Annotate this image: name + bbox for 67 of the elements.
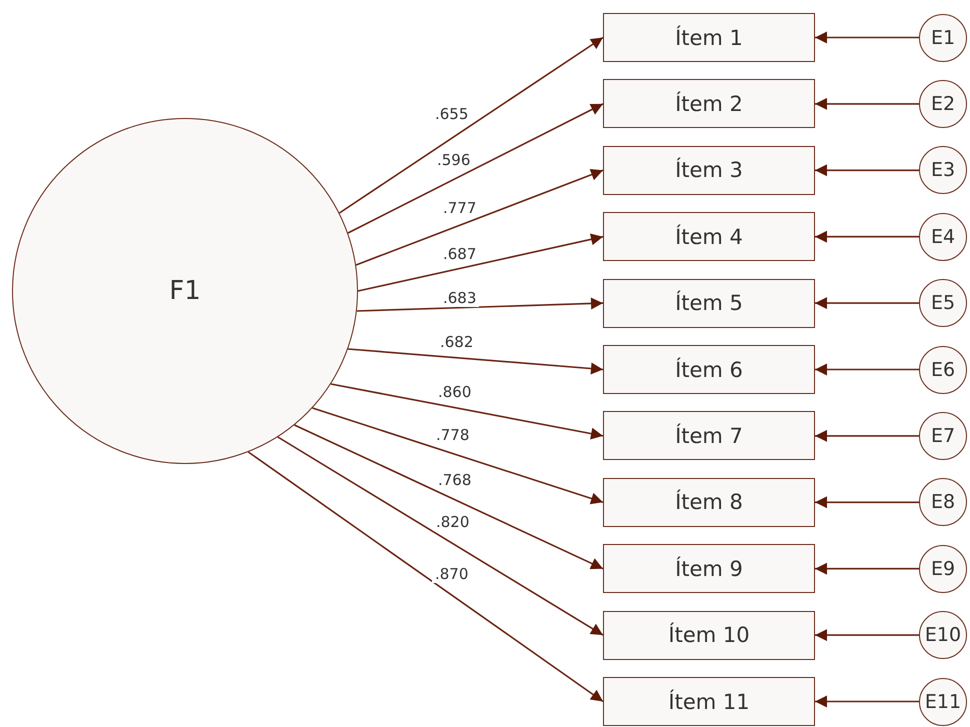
- arrow: [815, 430, 919, 442]
- item-label: Ítem 2: [675, 92, 743, 116]
- arrow: [815, 496, 919, 508]
- error-term-circle: [919, 212, 967, 261]
- factor-label: E7: [930, 424, 956, 447]
- observed-item-box: [603, 411, 815, 460]
- arrow: [358, 233, 604, 292]
- observed-item-box: [603, 79, 815, 128]
- item-label: Ítem 8: [675, 490, 743, 514]
- arrow: [338, 36, 604, 214]
- error-term-circle: [919, 14, 967, 62]
- arrow: [815, 297, 919, 310]
- observed-item-box: [603, 278, 815, 328]
- factor-label: E6: [930, 358, 956, 380]
- arrow: [815, 32, 919, 44]
- arrow: [330, 383, 604, 440]
- observed-item-box: [603, 13, 815, 62]
- observed-item-box: [603, 610, 815, 660]
- item-label: Ítem 5: [675, 291, 743, 316]
- error-term-circle: [919, 80, 967, 128]
- factor-label: E5: [930, 292, 956, 314]
- item-label: Ítem 11: [668, 690, 750, 714]
- observed-item-box: [603, 146, 815, 195]
- error-term-circle: [919, 678, 967, 726]
- factor-label: E11: [924, 690, 962, 712]
- factor-label: E1: [930, 26, 956, 48]
- error-term-circle: [919, 611, 967, 660]
- arrow: [815, 696, 919, 708]
- observed-item-box: [603, 478, 815, 527]
- arrow: [356, 298, 604, 312]
- arrow: [815, 562, 919, 575]
- arrow: [277, 436, 604, 636]
- factor-label: E10: [924, 624, 962, 646]
- arrow: [815, 230, 919, 243]
- observed-item-box: [603, 677, 815, 726]
- item-label: Ítem 6: [675, 358, 743, 382]
- factor-label: E4: [930, 226, 956, 248]
- factor-label: E8: [930, 491, 956, 514]
- item-label: Ítem 10: [668, 623, 750, 648]
- item-label: Ítem 9: [675, 556, 743, 581]
- item-label: Ítem 3: [675, 158, 743, 182]
- error-term-circle: [919, 412, 967, 460]
- observed-item-box: [603, 544, 815, 594]
- item-label: Ítem 7: [675, 424, 743, 448]
- arrow: [815, 164, 919, 176]
- observed-item-box: [603, 345, 815, 394]
- arrow: [356, 169, 604, 266]
- factor-label: E9: [930, 558, 956, 580]
- arrow: [815, 629, 919, 642]
- error-term-circle: [919, 279, 967, 328]
- error-term-circle: [919, 346, 967, 394]
- factor-label: F1: [169, 276, 201, 306]
- error-term-circle: [919, 146, 967, 194]
- arrow: [348, 103, 604, 234]
- item-label: Ítem 4: [675, 224, 743, 249]
- factor-label: E2: [930, 92, 956, 115]
- observed-item-box: [603, 212, 815, 262]
- arrow: [312, 407, 604, 504]
- arrow: [294, 424, 604, 570]
- factor-label: E3: [930, 159, 956, 182]
- arrow: [348, 348, 604, 375]
- arrow: [815, 98, 919, 110]
- arrow: [815, 364, 919, 376]
- arrow: [248, 451, 604, 702]
- item-label: Ítem 1: [675, 26, 743, 50]
- error-term-circle: [919, 478, 967, 526]
- error-term-circle: [919, 544, 967, 593]
